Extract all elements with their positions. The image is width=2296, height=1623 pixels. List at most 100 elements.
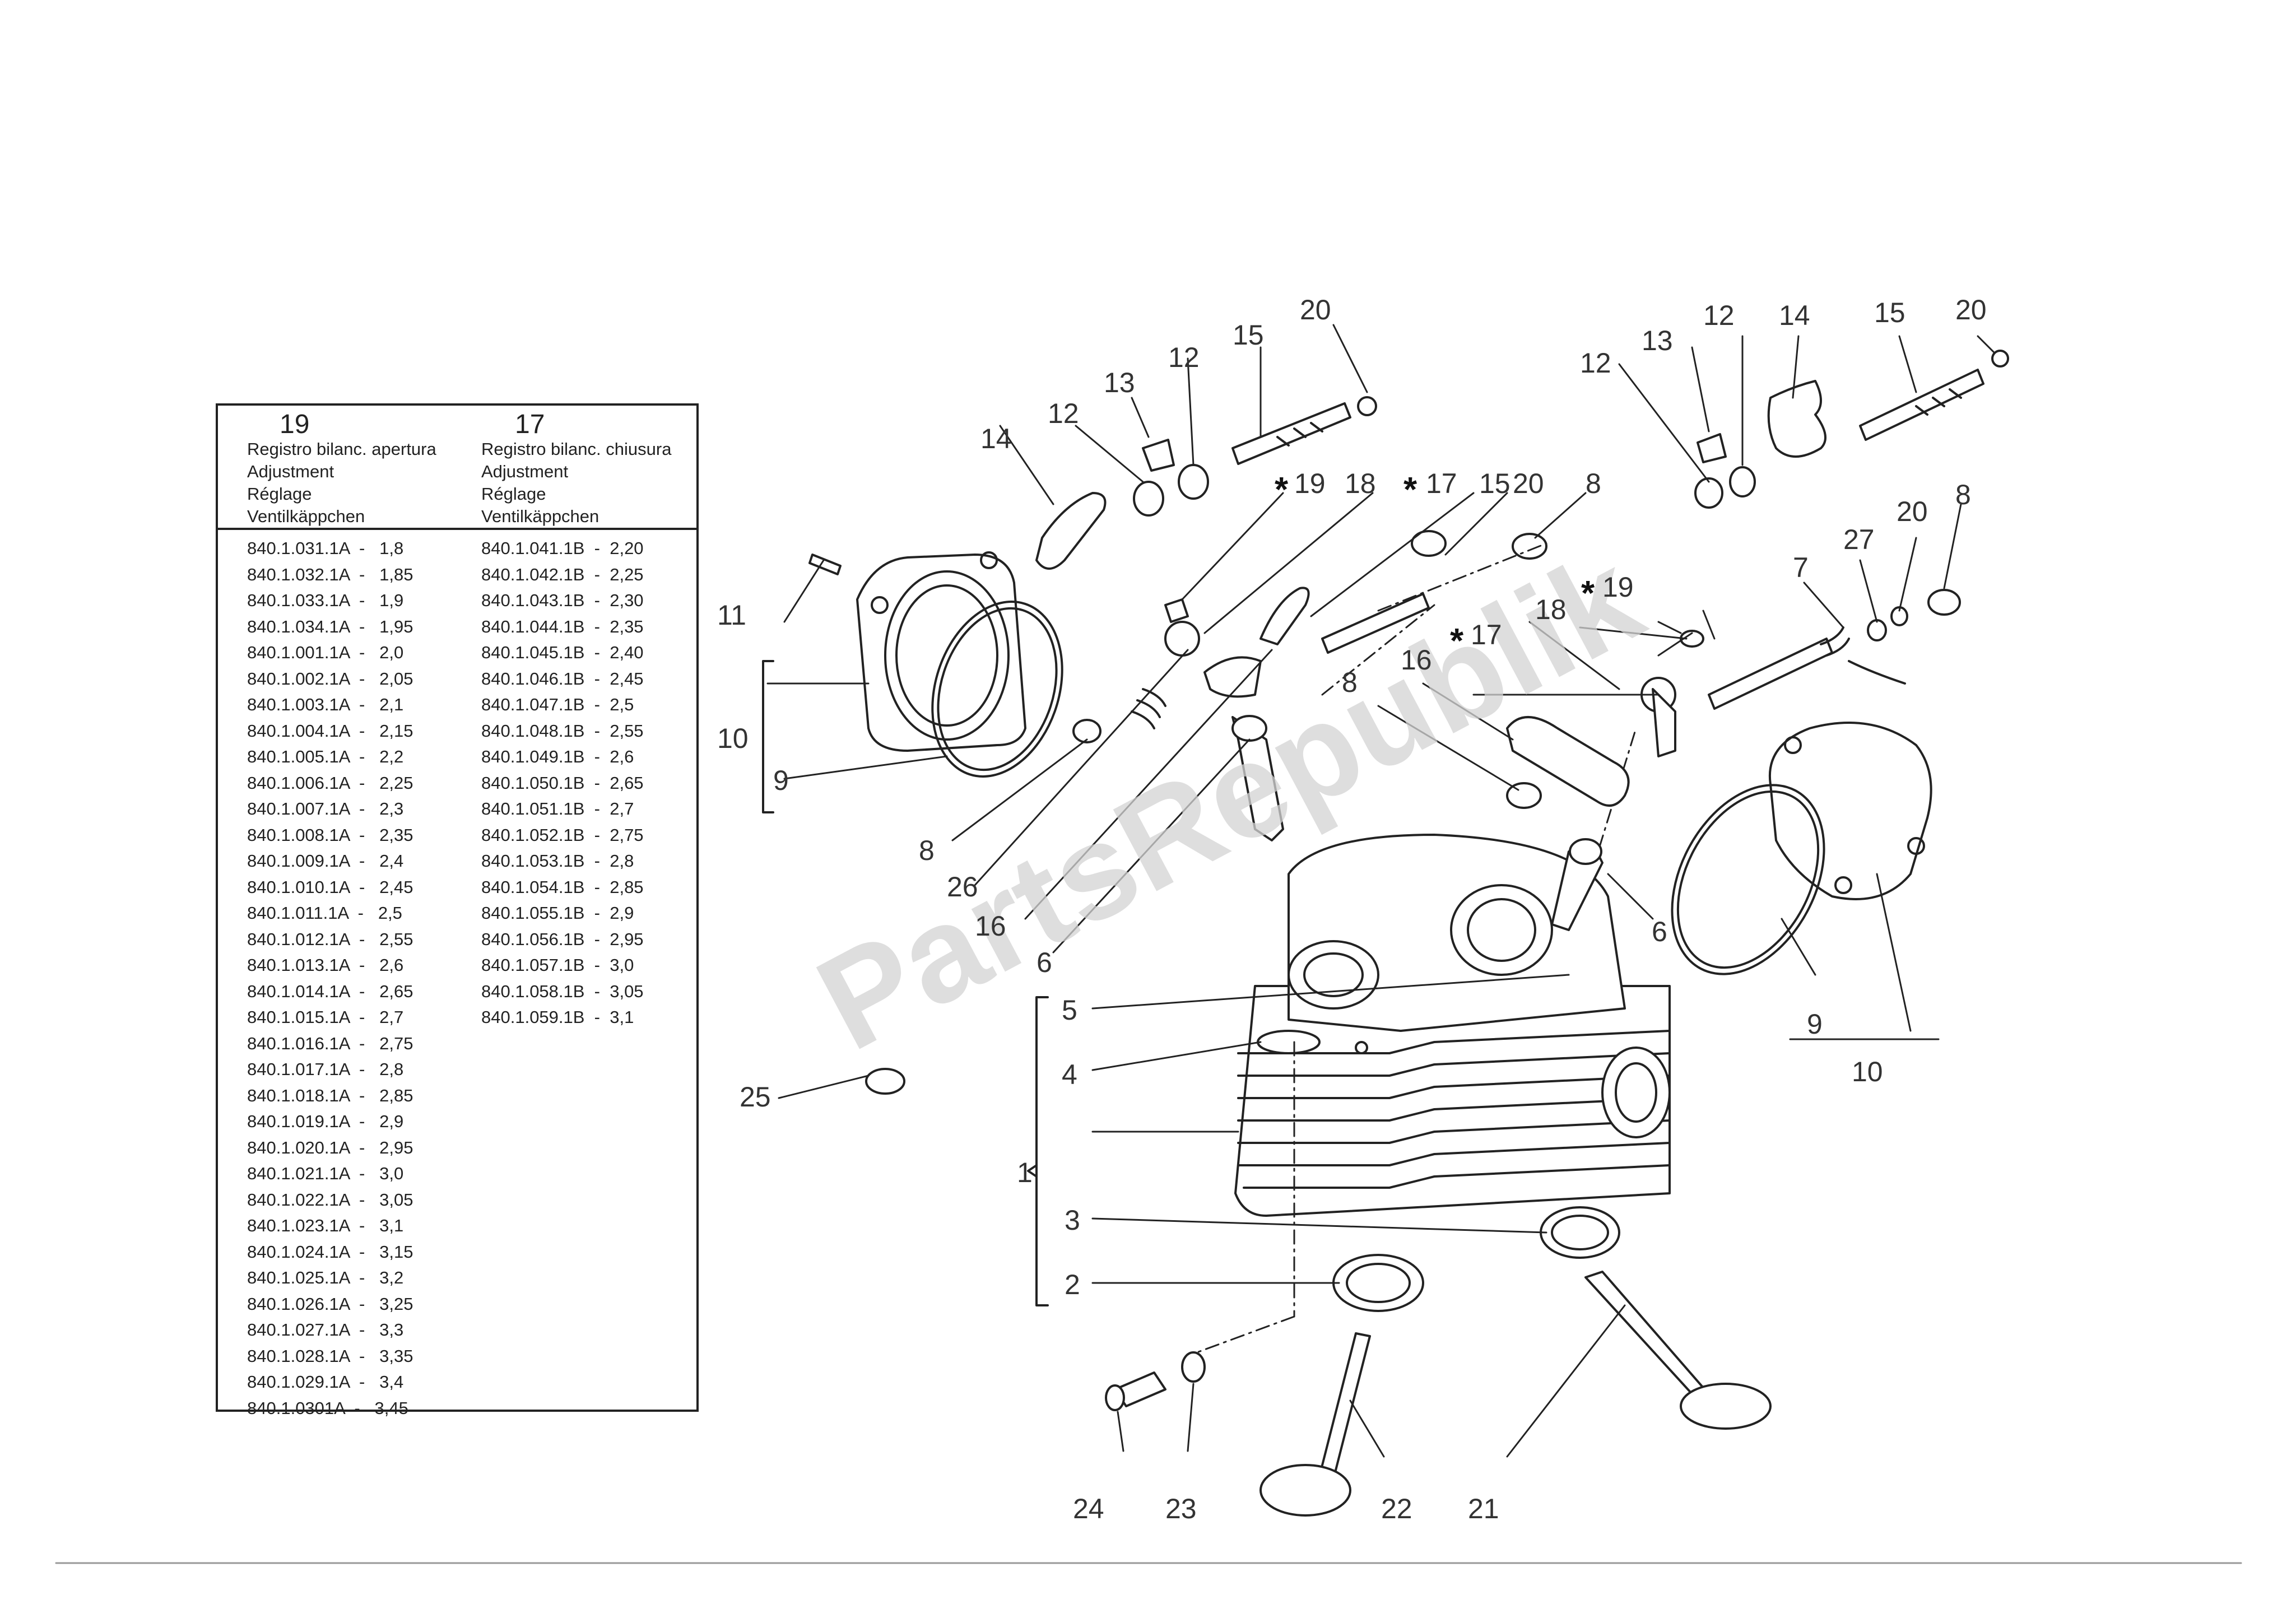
shim-row-opening: 840.1.008.1A - 2,35 xyxy=(247,825,413,845)
callout-20-left-top: 20 xyxy=(1300,294,1331,325)
col17-header-line: Ventilkäppchen xyxy=(481,506,599,526)
shim-row-opening: 840.1.023.1A - 3,1 xyxy=(247,1216,404,1235)
callout-10-left: 10 xyxy=(717,723,749,754)
shim-row-opening: 840.1.001.1A - 2,0 xyxy=(247,643,404,662)
callout-6-right: 6 xyxy=(1652,916,1667,947)
callout-8-mid: 8 xyxy=(1586,468,1601,499)
shim-row-closing: 840.1.041.1B - 2,20 xyxy=(481,538,644,558)
shim-row-opening: 840.1.031.1A - 1,8 xyxy=(247,538,404,558)
shim-row-opening: 840.1.004.1A - 2,15 xyxy=(247,720,413,741)
callout-10-right: 10 xyxy=(1852,1056,1883,1087)
shim-row-closing: 840.1.044.1B - 2,35 xyxy=(481,616,644,636)
asterisk-17-left: * xyxy=(1403,471,1417,509)
shim-row-closing: 840.1.043.1B - 2,30 xyxy=(481,590,644,610)
shim-row-opening: 840.1.014.1A - 2,65 xyxy=(247,981,413,1001)
shim-row-opening: 840.1.025.1A - 3,2 xyxy=(247,1268,404,1287)
col19-header-line: Adjustment xyxy=(247,462,334,481)
shim-row-opening: 840.1.029.1A - 3,4 xyxy=(247,1372,404,1392)
shim-row-closing: 840.1.059.1B - 3,1 xyxy=(481,1007,634,1027)
callout-19-right: 19 xyxy=(1602,571,1634,603)
shim-row-opening: 840.1.011.1A - 2,5 xyxy=(247,903,402,923)
shim-row-opening: 840.1.021.1A - 3,0 xyxy=(247,1164,404,1183)
callout-14-left: 14 xyxy=(980,423,1012,454)
shim-row-closing: 840.1.049.1B - 2,6 xyxy=(481,747,634,766)
callout-8-center: 8 xyxy=(1342,667,1358,698)
callout-12-left-b: 12 xyxy=(1168,342,1200,373)
callout-9-right: 9 xyxy=(1807,1008,1823,1040)
shim-table: 19 17 Registro bilanc. apertura Adjustme… xyxy=(216,403,699,1418)
col17-rows: 840.1.041.1B - 2,20 840.1.042.1B - 2,25 84… xyxy=(481,536,644,1031)
callout-12-right-a: 12 xyxy=(1580,347,1611,379)
shim-row-opening: 840.1.006.1A - 2,25 xyxy=(247,773,413,793)
callout-15-mid: 15 xyxy=(1479,468,1510,499)
shim-row-closing: 840.1.052.1B - 2,75 xyxy=(481,825,644,845)
callout-21: 21 xyxy=(1468,1493,1499,1524)
col19-number: 19 xyxy=(280,410,310,439)
shim-row-closing: 840.1.056.1B - 2,95 xyxy=(481,929,644,949)
callout-20-left-mid: 20 xyxy=(1513,468,1544,499)
col19-header-line: Ventilkäppchen xyxy=(247,506,365,526)
col17-header-line: Adjustment xyxy=(481,462,569,481)
callout-27: 27 xyxy=(1843,524,1875,555)
callout-18-right: 18 xyxy=(1535,594,1567,625)
valves-and-seats xyxy=(808,554,1772,1517)
callout-5: 5 xyxy=(1062,994,1077,1026)
callout-4: 4 xyxy=(1062,1059,1077,1090)
callout-2: 2 xyxy=(1065,1269,1080,1300)
shim-table-header: 19 17 Registro bilanc. apertura Adjustme… xyxy=(218,406,696,530)
callout-8-right: 8 xyxy=(1955,479,1971,510)
shim-row-closing: 840.1.051.1B - 2,7 xyxy=(481,799,634,819)
callout-16-left: 16 xyxy=(975,910,1006,942)
col19-header-line: Registro bilanc. apertura xyxy=(247,439,436,459)
shim-row-opening: 840.1.033.1A - 1,9 xyxy=(247,590,404,610)
callout-1: 1 xyxy=(1017,1157,1033,1188)
shim-row-opening: 840.1.028.1A - 3,35 xyxy=(247,1346,413,1366)
shim-row-closing: 840.1.042.1B - 2,25 xyxy=(481,564,644,584)
col19-header: Registro bilanc. apertura Adjustment Rég… xyxy=(247,438,436,528)
shim-row-closing: 840.1.048.1B - 2,55 xyxy=(481,720,644,741)
callout-20-right-mid: 20 xyxy=(1897,496,1928,527)
shim-row-opening: 840.1.005.1A - 2,2 xyxy=(247,747,404,766)
leader-lines xyxy=(766,324,1996,1458)
callout-24: 24 xyxy=(1073,1493,1104,1524)
right-valve-cover xyxy=(1671,722,1932,975)
shim-row-closing: 840.1.046.1B - 2,45 xyxy=(481,668,644,689)
left-rocker-assembly xyxy=(865,396,1547,1095)
shim-row-opening: 840.1.0301A - 3,45 xyxy=(247,1398,408,1418)
asterisk-19-right: * xyxy=(1581,574,1595,613)
shim-row-opening: 840.1.020.1A - 2,95 xyxy=(247,1137,413,1157)
shim-row-closing: 840.1.055.1B - 2,9 xyxy=(481,903,634,923)
shim-row-opening: 840.1.012.1A - 2,55 xyxy=(247,929,413,949)
shim-row-opening: 840.1.027.1A - 3,3 xyxy=(247,1320,404,1340)
shim-row-opening: 840.1.034.1A - 1,95 xyxy=(247,616,413,636)
shim-row-opening: 840.1.022.1A - 3,05 xyxy=(247,1189,413,1210)
callout-20-right-top: 20 xyxy=(1955,294,1987,325)
shim-row-opening: 840.1.007.1A - 2,3 xyxy=(247,799,404,819)
shim-row-opening: 840.1.003.1A - 2,1 xyxy=(247,695,404,714)
shim-row-closing: 840.1.057.1B - 3,0 xyxy=(481,955,634,975)
col17-header-line: Réglage xyxy=(481,484,546,504)
shim-row-opening: 840.1.024.1A - 3,15 xyxy=(247,1241,413,1262)
callout-18-left: 18 xyxy=(1345,468,1376,499)
shim-row-closing: 840.1.047.1B - 2,5 xyxy=(481,695,634,714)
col17-header: Registro bilanc. chiusura Adjustment Rég… xyxy=(481,438,671,528)
callout-26: 26 xyxy=(947,871,978,903)
callout-14-right: 14 xyxy=(1779,300,1810,331)
callout-17-right: 17 xyxy=(1471,619,1502,650)
callout-numbers: 1 2 3 4 5 6 6 7 8 8 8 8 9 9 10 10 11 12 … xyxy=(717,294,1987,1524)
shim-row-closing: 840.1.050.1B - 2,65 xyxy=(481,773,644,793)
shim-row-closing: 840.1.053.1B - 2,8 xyxy=(481,851,634,871)
shim-row-opening: 840.1.010.1A - 2,45 xyxy=(247,877,413,897)
callout-13-right: 13 xyxy=(1642,325,1673,356)
shim-row-closing: 840.1.058.1B - 3,05 xyxy=(481,981,644,1001)
callout-11: 11 xyxy=(717,599,746,631)
shim-row-opening: 840.1.016.1A - 2,75 xyxy=(247,1033,413,1053)
group-brackets xyxy=(762,660,1049,1306)
callout-7: 7 xyxy=(1793,552,1809,583)
shim-row-closing: 840.1.054.1B - 2,85 xyxy=(481,877,644,897)
shim-row-opening: 840.1.009.1A - 2,4 xyxy=(247,851,404,871)
callout-16-right: 16 xyxy=(1401,644,1432,676)
col17-header-line: Registro bilanc. chiusura xyxy=(481,439,672,459)
